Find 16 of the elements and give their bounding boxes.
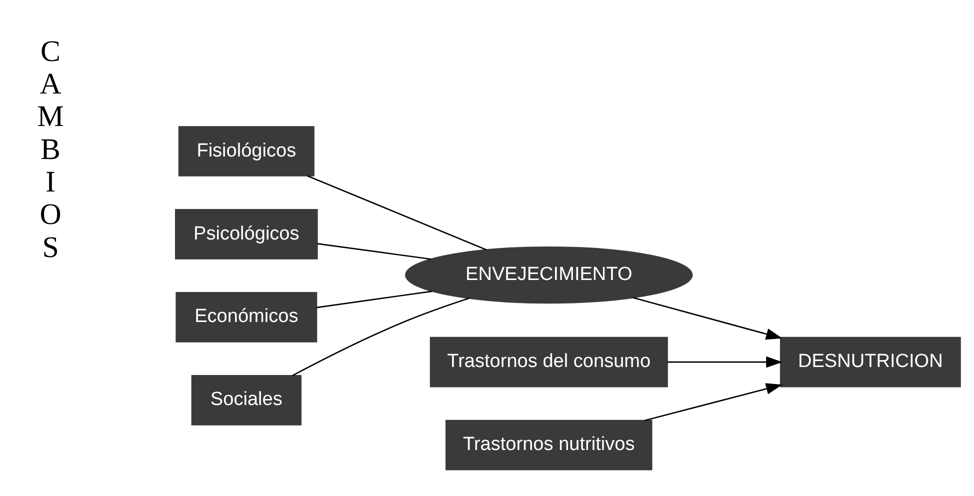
arrow: [633, 296, 782, 340]
node-box: DESNUTRICION: [780, 336, 961, 387]
node-box: Fisiológicos: [178, 126, 314, 176]
connector: [317, 242, 431, 260]
connector: [307, 174, 487, 250]
node-box: Trastornos del consumo: [430, 336, 668, 387]
connector: [292, 297, 470, 376]
arrow: [644, 382, 782, 421]
label: CAMBIOS: [37, 34, 64, 264]
node-box: Económicos: [176, 292, 318, 342]
node-box: Psicológicos: [174, 208, 318, 259]
arrow: [668, 356, 782, 368]
node-box: Sociales: [191, 374, 302, 425]
connector: [316, 290, 432, 308]
node-ellipse: ENVEJECIMIENTO: [405, 246, 693, 304]
node-box: Trastornos nutritivos: [446, 419, 652, 470]
